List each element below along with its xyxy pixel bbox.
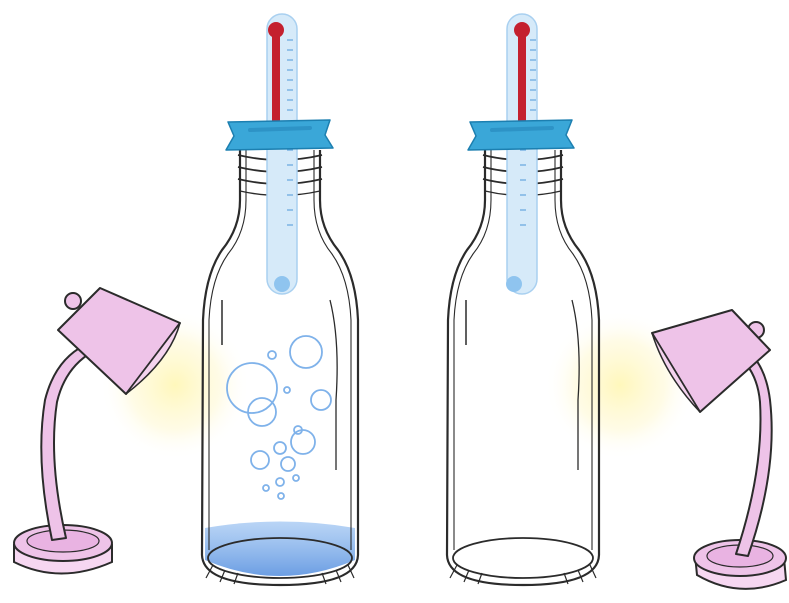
left-lamp-knob: [65, 293, 81, 309]
bubble-icon: [278, 493, 284, 499]
bubble-icon: [291, 430, 315, 454]
bubble-icon: [281, 457, 295, 471]
bubble-icon: [274, 442, 286, 454]
right-thermometer: [506, 14, 537, 294]
bubble-icon: [293, 475, 299, 481]
bubble-icon: [268, 351, 276, 359]
bubble-icon: [248, 398, 276, 426]
bubble-icon: [276, 478, 284, 486]
left-lamp-arm: [41, 345, 92, 540]
bubble-icon: [263, 485, 269, 491]
left-thermometer: [267, 14, 297, 294]
left-bottle-cap: [226, 120, 333, 150]
right-bottle-cap: [468, 120, 574, 150]
bubble-icon: [284, 387, 290, 393]
left-bottle-water: [205, 522, 355, 577]
bubble-icon: [251, 451, 269, 469]
bubble-icon: [290, 336, 322, 368]
bubble-icon: [311, 390, 331, 410]
